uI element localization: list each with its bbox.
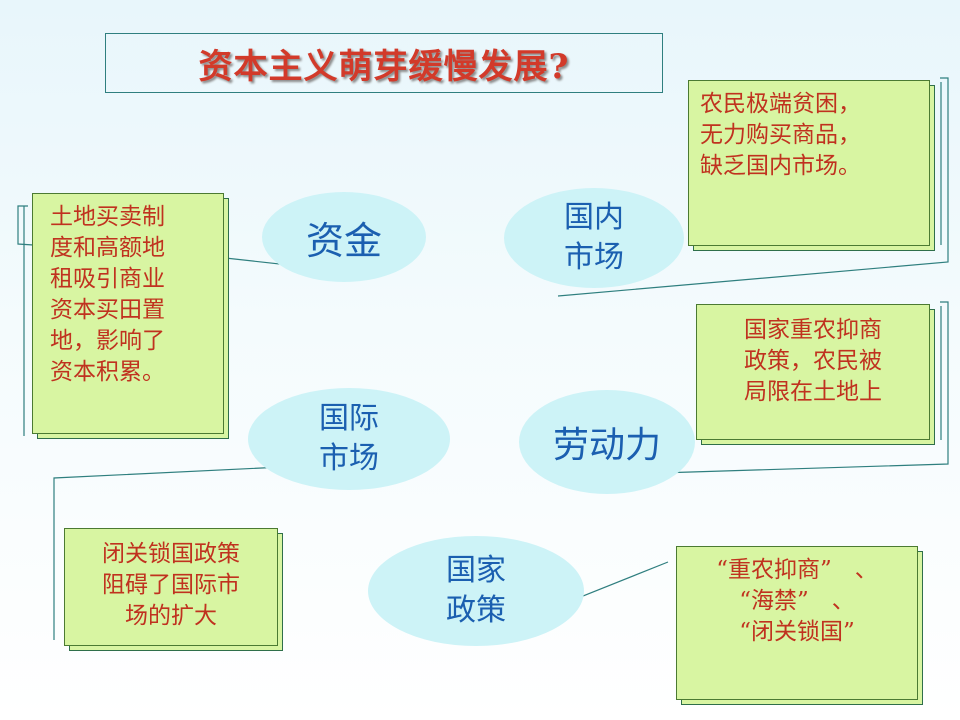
page-title: 资本主义萌芽缓慢发展? <box>198 46 570 87</box>
node-capital: 资金 <box>262 192 426 282</box>
note-policies-list: “重农抑商” 、 “海禁” 、 “闭关锁国” <box>676 546 918 700</box>
node-state-policy-line2: 政策 <box>446 593 506 628</box>
note-poor-line: 无力购买商品， <box>700 122 861 148</box>
note-policy-line: 国家重农抑商 <box>744 317 882 343</box>
note-policy-bind: 国家重农抑商 政策，农民被 局限在土地上 <box>696 304 930 440</box>
note-closed-line: 阻碍了国际市 <box>102 572 240 598</box>
node-domestic-market-line1: 国内 <box>564 200 624 235</box>
note-land-line: 土地买卖制 <box>50 204 165 230</box>
node-labor: 劳动力 <box>519 390 695 494</box>
connector-domestic-market <box>557 77 949 297</box>
connector-international-market <box>53 465 304 640</box>
node-domestic-market: 国内 市场 <box>504 188 684 288</box>
note-policy-line: 局限在土地上 <box>744 379 882 405</box>
note-policies-line: “海禁” 、 <box>739 588 855 614</box>
note-land-system: 土地买卖制 度和高额地 租吸引商业 资本买田置 地，影响了 资本积累。 <box>32 193 224 434</box>
note-policies-line: “重农抑商” 、 <box>716 557 878 583</box>
note-poor-line: 缺乏国内市场。 <box>700 153 861 179</box>
node-international-market-line2: 市场 <box>319 441 379 476</box>
note-land-line: 租吸引商业 <box>50 266 165 292</box>
note-land-line: 资本积累。 <box>50 359 165 385</box>
title-box: 资本主义萌芽缓慢发展? <box>105 33 663 93</box>
note-land-line: 地，影响了 <box>50 328 165 354</box>
note-poor-peasants: 农民极端贫困， 无力购买商品， 缺乏国内市场。 <box>688 80 930 246</box>
node-international-market-line1: 国际 <box>319 401 379 436</box>
note-poor-line: 农民极端贫困， <box>700 91 861 117</box>
connector-labor <box>562 301 949 477</box>
connector-capital <box>17 205 317 269</box>
note-closed-line: 场的扩大 <box>125 603 217 629</box>
note-policies-line: “闭关锁国” <box>739 619 855 645</box>
node-labor-label: 劳动力 <box>552 425 661 466</box>
note-closed-door: 闭关锁国政策 阻碍了国际市 场的扩大 <box>64 528 278 646</box>
note-land-line: 资本买田置 <box>50 297 165 323</box>
note-policy-line: 政策，农民被 <box>744 348 882 374</box>
node-international-market: 国际 市场 <box>248 388 450 490</box>
note-closed-line: 闭关锁国政策 <box>102 541 240 567</box>
note-land-line: 度和高额地 <box>50 235 165 261</box>
node-capital-label: 资金 <box>305 218 382 263</box>
node-state-policy-line1: 国家 <box>446 553 506 588</box>
node-state-policy: 国家 政策 <box>368 536 584 646</box>
node-domestic-market-line2: 市场 <box>564 240 624 275</box>
